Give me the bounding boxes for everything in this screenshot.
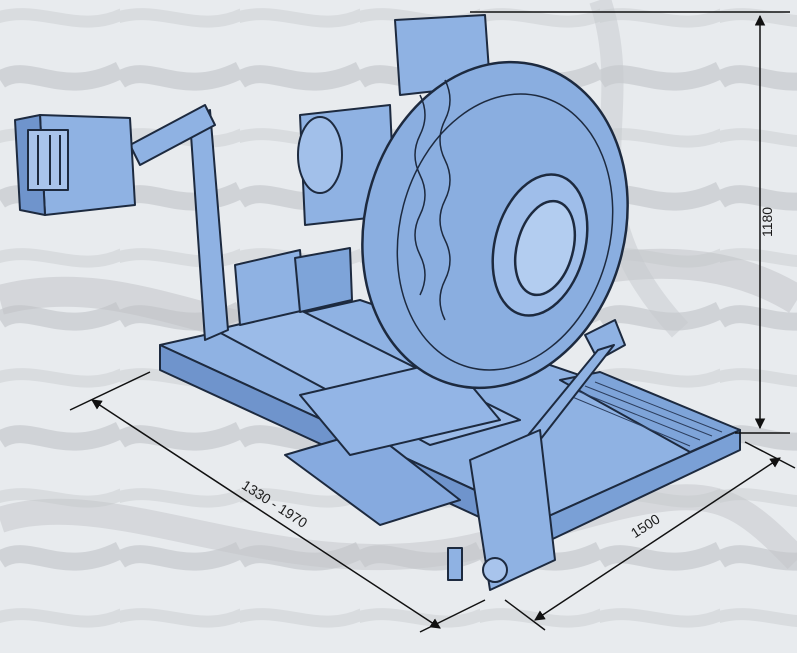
hydraulic-unit (234, 247, 353, 326)
height-dimension: 1180 (470, 11, 790, 434)
height-label: 1180 (759, 207, 775, 237)
control-arm (14, 104, 229, 341)
tire (361, 60, 629, 390)
bead-breaker-arm (447, 319, 626, 591)
